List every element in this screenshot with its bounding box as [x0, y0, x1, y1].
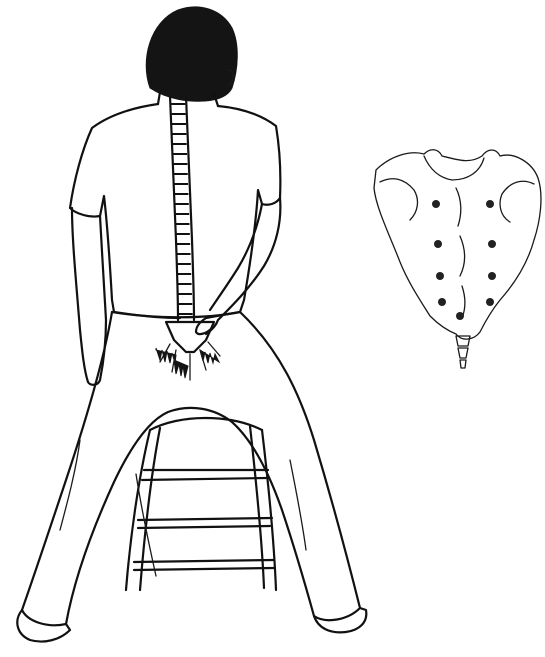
stool	[126, 418, 276, 590]
sacral-foramen	[486, 200, 494, 208]
sacral-foramen	[432, 200, 440, 208]
sacrum-outline	[374, 150, 541, 339]
sacral-foramen	[488, 272, 496, 280]
sacral-foramen	[488, 240, 496, 248]
person-left-arm	[72, 208, 106, 385]
stool-rung-middle	[138, 518, 272, 528]
sacrum-midline-ridges	[456, 188, 465, 318]
sacrum-ala-right	[500, 181, 534, 222]
person-pants	[22, 312, 360, 625]
stool-seat	[150, 418, 262, 430]
back-sacrum	[156, 322, 220, 380]
stool-rung-top	[142, 470, 268, 480]
person-right-arm	[196, 198, 280, 334]
sacral-foramen	[436, 272, 444, 280]
sacral-foramen	[434, 240, 442, 248]
person-figure	[17, 7, 366, 642]
spine-column	[170, 96, 194, 320]
person-hair	[146, 7, 237, 101]
sacral-foramen	[486, 298, 494, 306]
sacral-foramen	[438, 298, 446, 306]
back-sacrum-shape	[166, 322, 214, 352]
sacral-foramen	[456, 312, 464, 320]
sacrum-ala-left	[380, 179, 417, 220]
stool-left-legs	[126, 428, 160, 590]
spine-outline-left	[170, 96, 178, 320]
spine-outline-right	[186, 96, 194, 320]
sacrum-diagram	[374, 150, 541, 368]
coccyx	[456, 336, 470, 368]
